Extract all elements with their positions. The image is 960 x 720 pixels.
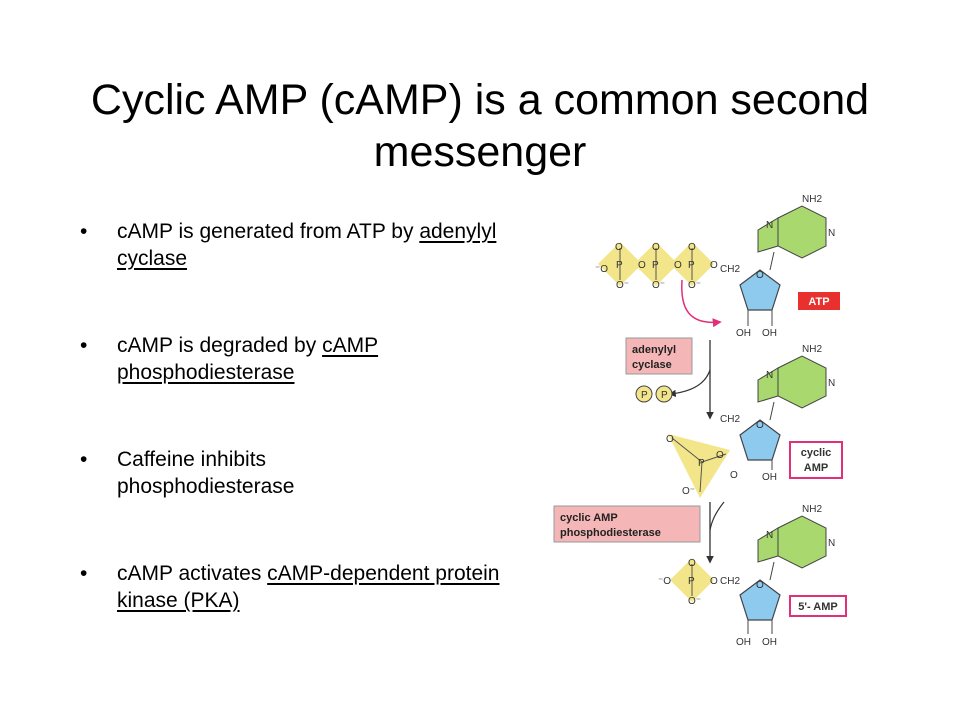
amp-label: 5'- AMP — [798, 601, 838, 613]
bullet-marker: • — [80, 334, 88, 357]
phosphodiesterase-label-1: cyclic AMP — [560, 512, 618, 524]
bond — [671, 437, 703, 463]
pyrophosphate: P P — [635, 385, 673, 403]
atom-label: O — [638, 260, 646, 271]
cyclic-amp-label-1: cyclic — [801, 447, 832, 459]
cyclic-phosphate — [668, 434, 730, 498]
bullet-marker: • — [80, 220, 88, 243]
camp-reaction-diagram: ⁻O O P O⁻ O O P O⁻ O O P O⁻ O CH2 O OH O… — [540, 190, 854, 650]
atom-label: N — [766, 220, 773, 231]
cyclic-amp-label-2: AMP — [804, 462, 828, 474]
atom-label: NH2 — [802, 194, 822, 205]
ribose-sugar — [739, 419, 781, 461]
atom-label: NH2 — [802, 504, 822, 515]
atp-label-box — [798, 292, 840, 310]
atom-label: N — [828, 228, 835, 239]
adenine-six-ring — [777, 355, 827, 409]
atom-label: O — [756, 420, 764, 431]
atom-label: ⁻O — [658, 576, 671, 587]
atom-label: O — [710, 260, 718, 271]
adenine-six-ring — [777, 515, 827, 569]
phosphodiesterase-label-2: phosphodiesterase — [560, 527, 661, 539]
atom-label: CH2 — [720, 414, 740, 425]
phosphate-circle — [635, 385, 653, 403]
atom-label: O — [756, 580, 764, 591]
atom-label: CH2 — [720, 576, 740, 587]
atom-label: O — [688, 558, 696, 569]
atom-label: P — [652, 260, 659, 271]
ribose-sugar — [739, 269, 781, 311]
pp-release-arrow — [668, 369, 711, 398]
bullet-term: cAMP phosphodiesterase — [117, 334, 379, 384]
bullet-term: cAMP-dependent protein kinase (PKA) — [117, 562, 500, 612]
phosphate-circle — [655, 385, 673, 403]
atom-label: N — [766, 530, 773, 541]
atom-label: O — [615, 242, 623, 253]
amp-molecule: ⁻O O P O⁻ O CH2 O OH OH NH2 N N 5'- AMP — [658, 504, 847, 648]
atom-label: O — [652, 242, 660, 253]
bullet-text: cAMP is generated from ATP by adenylyl c… — [117, 220, 497, 270]
atom-label: O — [666, 434, 674, 445]
bullet-text: cAMP activates cAMP-dependent protein ki… — [117, 562, 500, 612]
bond — [699, 461, 703, 493]
camp-molecule: O P O O O⁻ CH2 O OH NH2 N N cyclic AMP — [666, 344, 843, 498]
atom-label: O⁻ — [688, 596, 701, 607]
bond — [769, 561, 775, 581]
atom-label: O — [756, 270, 764, 281]
atom-label: OH — [762, 637, 777, 648]
atom-label: NH2 — [802, 344, 822, 355]
amp-label-box — [789, 595, 847, 617]
bullet-marker: • — [80, 562, 88, 585]
camp-reaction-svg: ⁻O O P O⁻ O O P O⁻ O O P O⁻ O CH2 O OH O… — [553, 194, 847, 648]
atom-label: O⁻ — [688, 280, 701, 291]
atom-label: P — [698, 458, 705, 469]
bullet-term: adenylyl cyclase — [117, 220, 497, 270]
phosphodiesterase-box — [553, 505, 701, 543]
bullet-text: cAMP is degraded by cAMP phosphodiestera… — [117, 334, 379, 384]
adenylyl-cyclase-label-1: adenylyl — [632, 344, 676, 356]
atom-label: OH — [736, 637, 751, 648]
atom-label: O⁻ — [652, 280, 665, 291]
atom-label: O — [716, 450, 724, 461]
adenylyl-cyclase-box — [625, 337, 693, 375]
ribose-sugar — [739, 579, 781, 621]
bond — [701, 453, 727, 463]
atom-label: P — [688, 260, 695, 271]
atom-label: N — [828, 378, 835, 389]
slide-title: Cyclic AMP (cAMP) is a common second mes… — [90, 76, 870, 176]
atom-label: P — [616, 260, 623, 271]
atom-label: O — [688, 242, 696, 253]
bond — [769, 251, 775, 271]
atom-label: CH2 — [720, 264, 740, 275]
atom-label: P — [641, 390, 648, 401]
atom-label: P — [688, 576, 695, 587]
atom-label: N — [828, 538, 835, 549]
atom-label: P — [661, 390, 668, 401]
atom-label: OH — [762, 472, 777, 483]
adenine-six-ring — [777, 205, 827, 259]
atom-label: O — [710, 576, 718, 587]
cyclic-amp-label-box — [789, 441, 843, 479]
water-arrow — [709, 501, 725, 531]
bond — [769, 401, 775, 421]
atom-label: OH — [762, 328, 777, 339]
atom-label: O — [730, 470, 738, 481]
bullet-text: Caffeine inhibits phosphodiesterase — [117, 448, 295, 498]
atom-label: ⁻O — [595, 264, 608, 275]
atom-label: N — [766, 370, 773, 381]
bullet-marker: • — [80, 448, 88, 471]
atp-molecule: ⁻O O P O⁻ O O P O⁻ O O P O⁻ O CH2 O OH O… — [595, 194, 840, 339]
adenylyl-cyclase-label-2: cyclase — [632, 359, 672, 371]
atom-label: O — [674, 260, 682, 271]
atp-label: ATP — [808, 296, 829, 308]
atom-label: O⁻ — [616, 280, 629, 291]
atom-label: OH — [736, 328, 751, 339]
pyrophosphate-release-arrow — [681, 279, 722, 328]
atom-label: O⁻ — [682, 486, 695, 497]
